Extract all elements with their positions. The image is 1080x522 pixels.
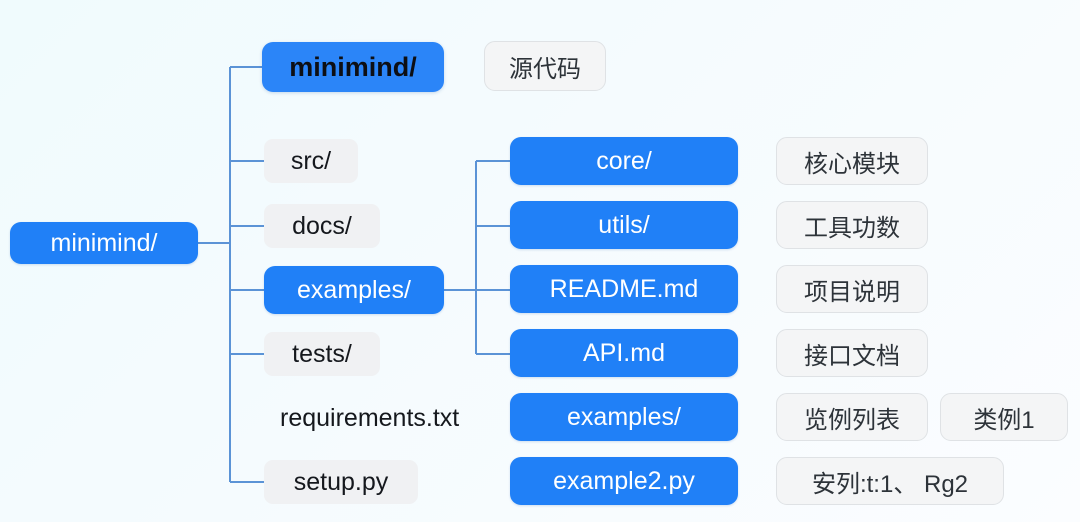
tag-label: 类例1 xyxy=(973,406,1035,434)
tag-core-module[interactable]: 核心模块 xyxy=(776,137,928,185)
tag-label: 览例列表 xyxy=(804,406,900,434)
tag-label: 工具功数 xyxy=(804,214,900,242)
tag-api-documentation[interactable]: 接口文档 xyxy=(776,329,928,377)
node-label: core/ xyxy=(596,146,652,175)
tag-project-description[interactable]: 项目说明 xyxy=(776,265,928,313)
node-label: README.md xyxy=(549,274,699,303)
node-label: src/ xyxy=(290,146,332,175)
node-setup-py[interactable]: setup.py xyxy=(264,460,418,504)
tag-label: 接口文档 xyxy=(804,342,900,370)
node-examples-level1[interactable]: examples/ xyxy=(264,266,444,314)
node-minimind-header[interactable]: minimind/ xyxy=(262,42,444,92)
tag-label: 源代码 xyxy=(509,55,581,83)
node-label: minimind/ xyxy=(50,228,158,257)
node-examples-level2[interactable]: examples/ xyxy=(510,393,738,441)
tag-example-1[interactable]: 类例1 xyxy=(940,393,1068,441)
tag-example-list[interactable]: 览例列表 xyxy=(776,393,928,441)
tag-source-code[interactable]: 源代码 xyxy=(484,41,606,91)
node-label: utils/ xyxy=(598,210,650,239)
node-label: tests/ xyxy=(292,339,352,368)
tag-utility-functions[interactable]: 工具功数 xyxy=(776,201,928,249)
node-label: examples/ xyxy=(567,402,681,431)
node-label: examples/ xyxy=(297,275,411,304)
tag-install-note[interactable]: 安列:t:1、 Rg2 xyxy=(776,457,1004,505)
node-tests[interactable]: tests/ xyxy=(264,332,380,376)
node-utils[interactable]: utils/ xyxy=(510,201,738,249)
node-label: example2.py xyxy=(553,466,695,495)
node-api-md[interactable]: API.md xyxy=(510,329,738,377)
node-readme-md[interactable]: README.md xyxy=(510,265,738,313)
tag-label: 项目说明 xyxy=(804,278,900,306)
node-label: requirements.txt xyxy=(280,403,460,432)
node-requirements-txt[interactable]: requirements.txt xyxy=(264,396,512,440)
tag-label: 安列:t:1、 Rg2 xyxy=(811,470,969,498)
node-example2-py[interactable]: example2.py xyxy=(510,457,738,505)
node-label: API.md xyxy=(583,338,665,367)
node-src[interactable]: src/ xyxy=(264,139,358,183)
node-label: setup.py xyxy=(293,467,389,496)
tag-label: 核心模块 xyxy=(804,150,900,178)
node-core[interactable]: core/ xyxy=(510,137,738,185)
node-label: docs/ xyxy=(292,211,352,240)
node-label: minimind/ xyxy=(289,51,417,82)
node-docs[interactable]: docs/ xyxy=(264,204,380,248)
node-root-minimind[interactable]: minimind/ xyxy=(10,222,198,264)
